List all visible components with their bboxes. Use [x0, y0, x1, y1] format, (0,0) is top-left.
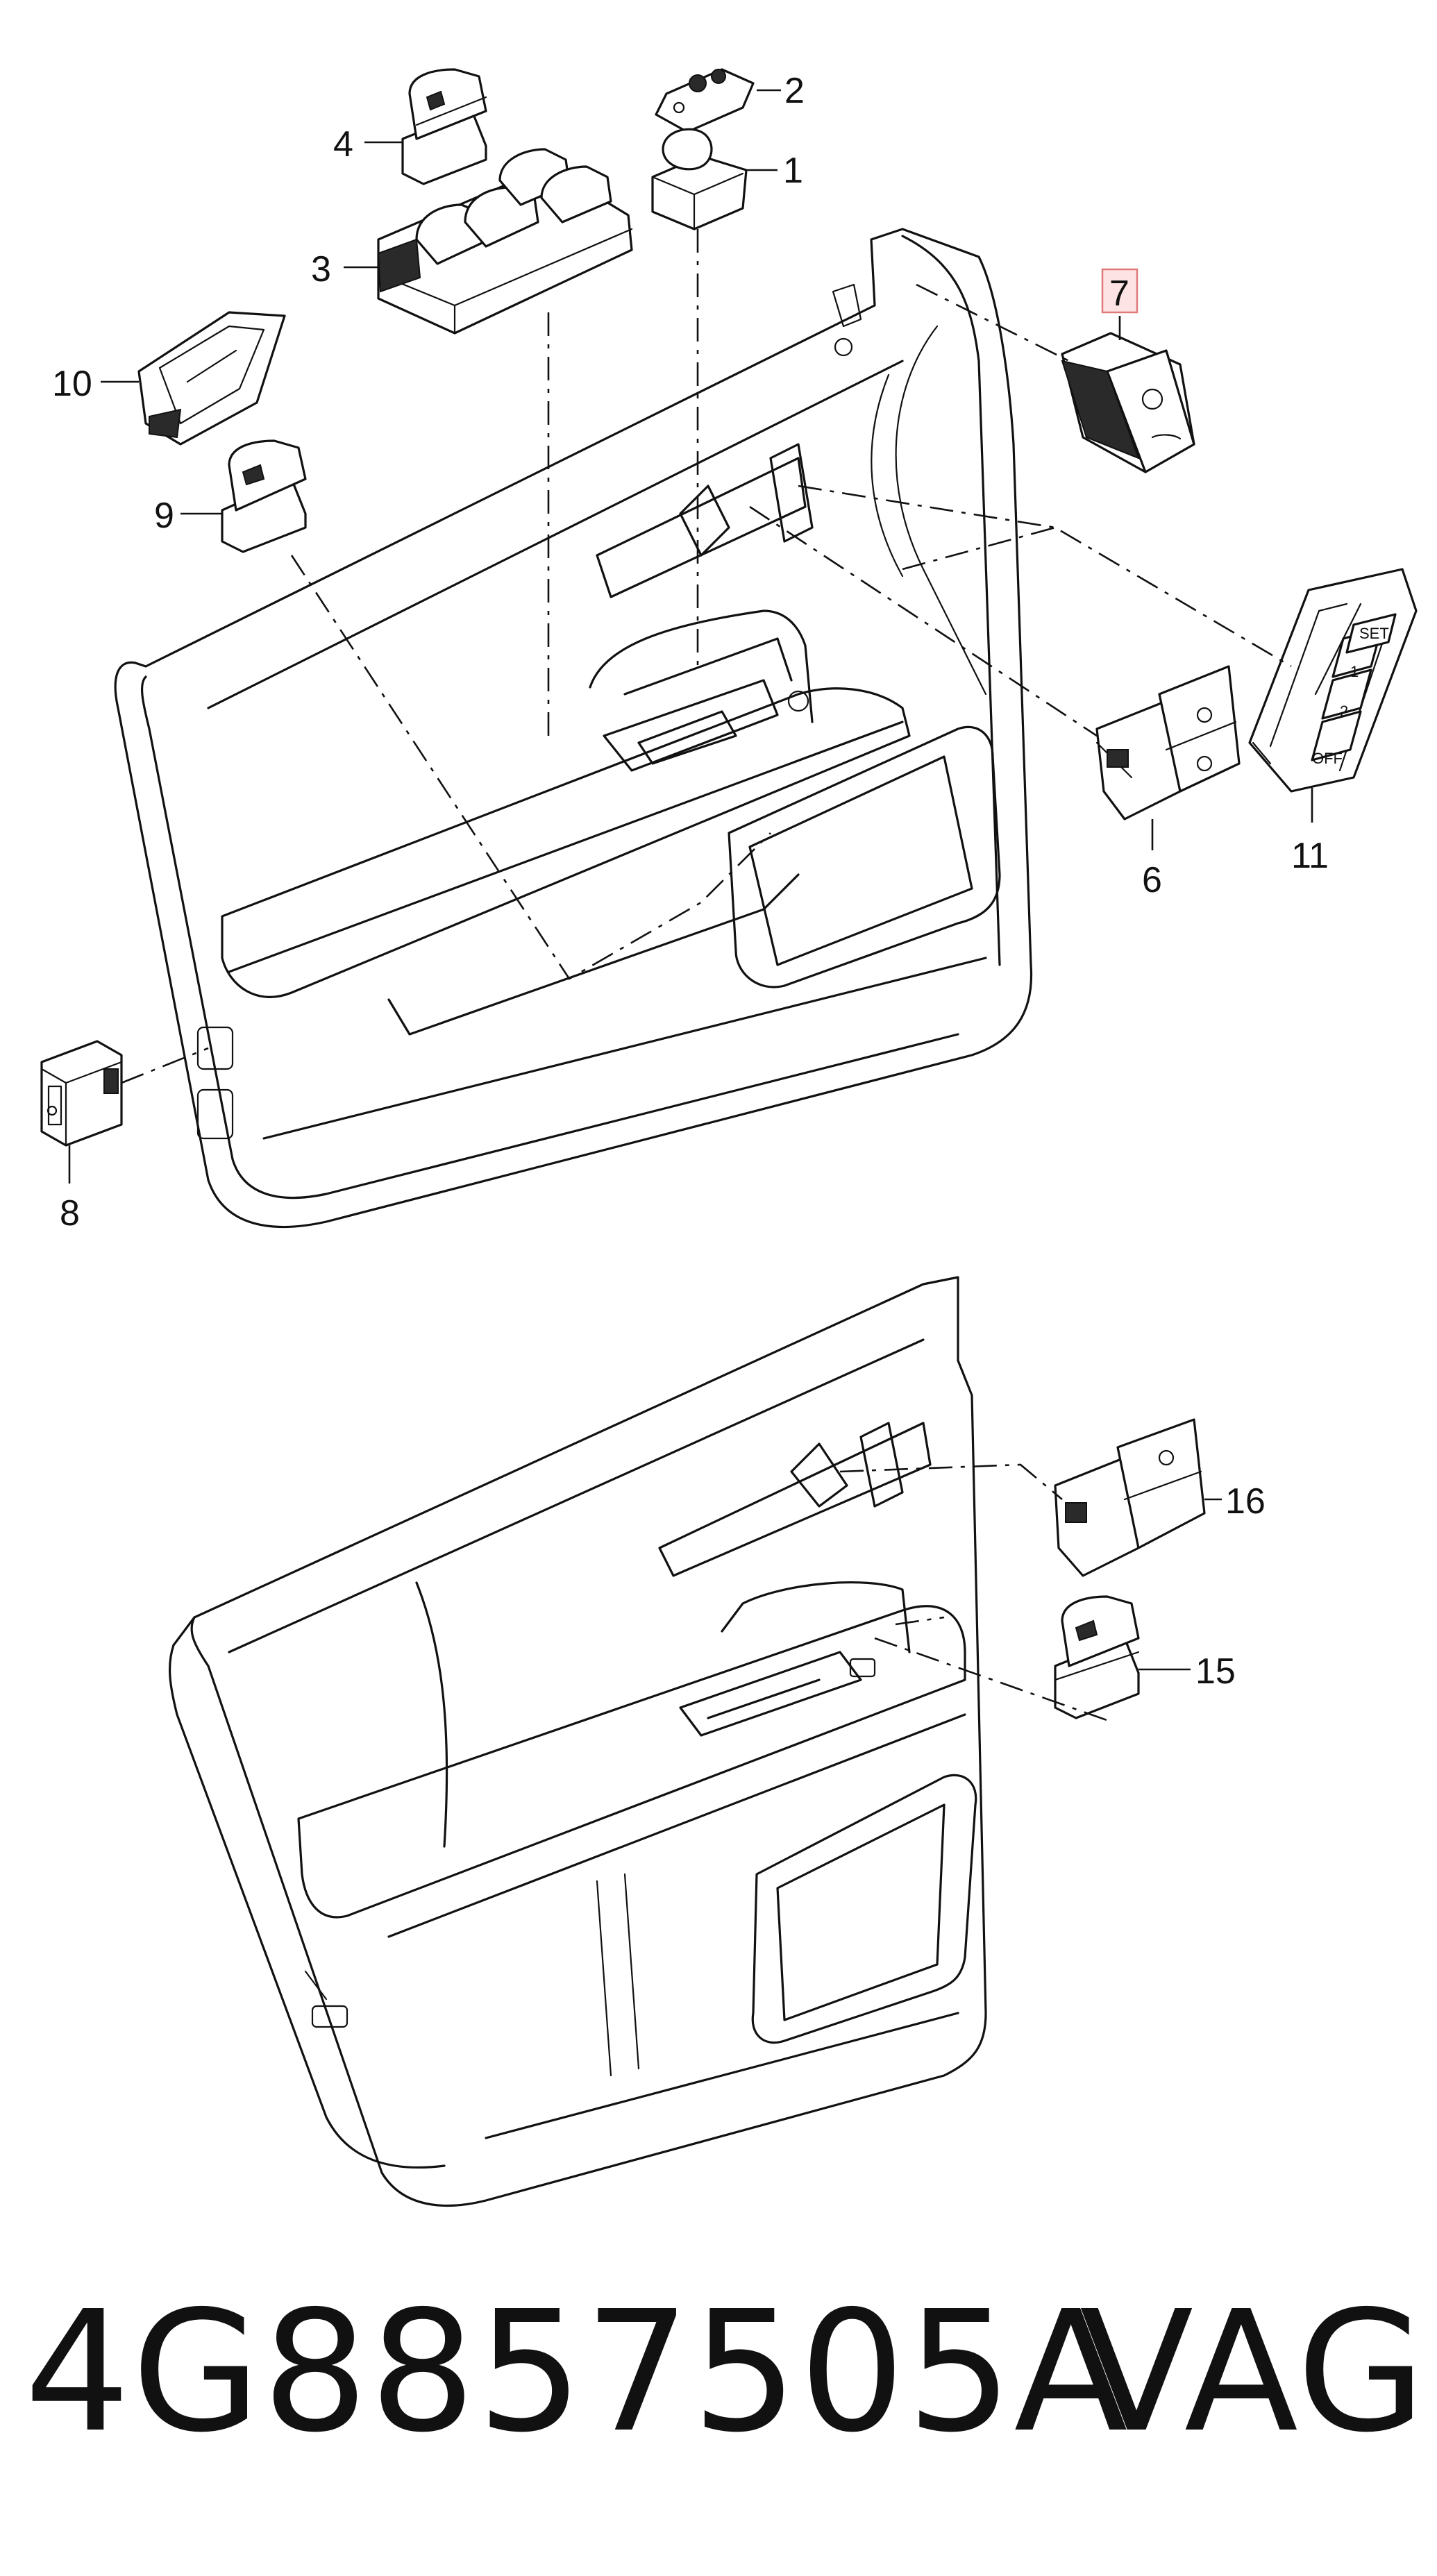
callout-1: 1 — [783, 151, 803, 191]
part-4-window-switch — [401, 68, 487, 185]
callout-4: 4 — [333, 124, 353, 165]
leader-lines — [121, 229, 1292, 1723]
callout-10: 10 — [52, 364, 92, 404]
part-15-rear-window-switch — [1054, 1595, 1140, 1719]
part-3-window-switch-block — [377, 148, 633, 335]
part-7-lock-switch — [1061, 332, 1195, 473]
memory-2-label: 2 — [1340, 702, 1348, 720]
rear-door-panel — [168, 1276, 987, 2207]
callout-8: 8 — [60, 1193, 80, 1234]
part-number: 4G8857505A — [24, 2275, 1129, 2469]
part-9-window-switch — [221, 439, 307, 553]
callout-labels: 2 1 4 3 10 9 7 6 11 8 16 15 — [52, 71, 1329, 1692]
callout-15: 15 — [1195, 1651, 1236, 1692]
part-2-mirror-switch-cap — [655, 68, 755, 133]
callout-6: 6 — [1142, 860, 1162, 900]
memory-off-label: OFF — [1312, 750, 1343, 767]
callout-11: 11 — [1291, 836, 1329, 876]
callout-9: 9 — [154, 496, 174, 536]
memory-1-label: 1 — [1350, 663, 1359, 680]
part-1-mirror-switch — [651, 128, 748, 230]
callout-7: 7 — [1109, 273, 1129, 314]
part-6-central-locking-switch — [1095, 665, 1241, 820]
memory-set-label: SET — [1359, 625, 1389, 642]
part-8-switch — [40, 1040, 123, 1147]
part-10-switch-bezel — [137, 311, 286, 446]
callout-16: 16 — [1225, 1481, 1266, 1522]
callout-2: 2 — [784, 71, 805, 111]
brand-name: VAG — [1079, 2275, 1427, 2469]
part-16-rear-locking-switch — [1054, 1418, 1206, 1577]
callout-3: 3 — [311, 249, 331, 289]
front-door-panel — [114, 228, 1033, 1229]
callout-7-highlight — [1101, 268, 1138, 314]
part-11-memory-switch: SET 1 2 OFF — [1248, 568, 1418, 793]
